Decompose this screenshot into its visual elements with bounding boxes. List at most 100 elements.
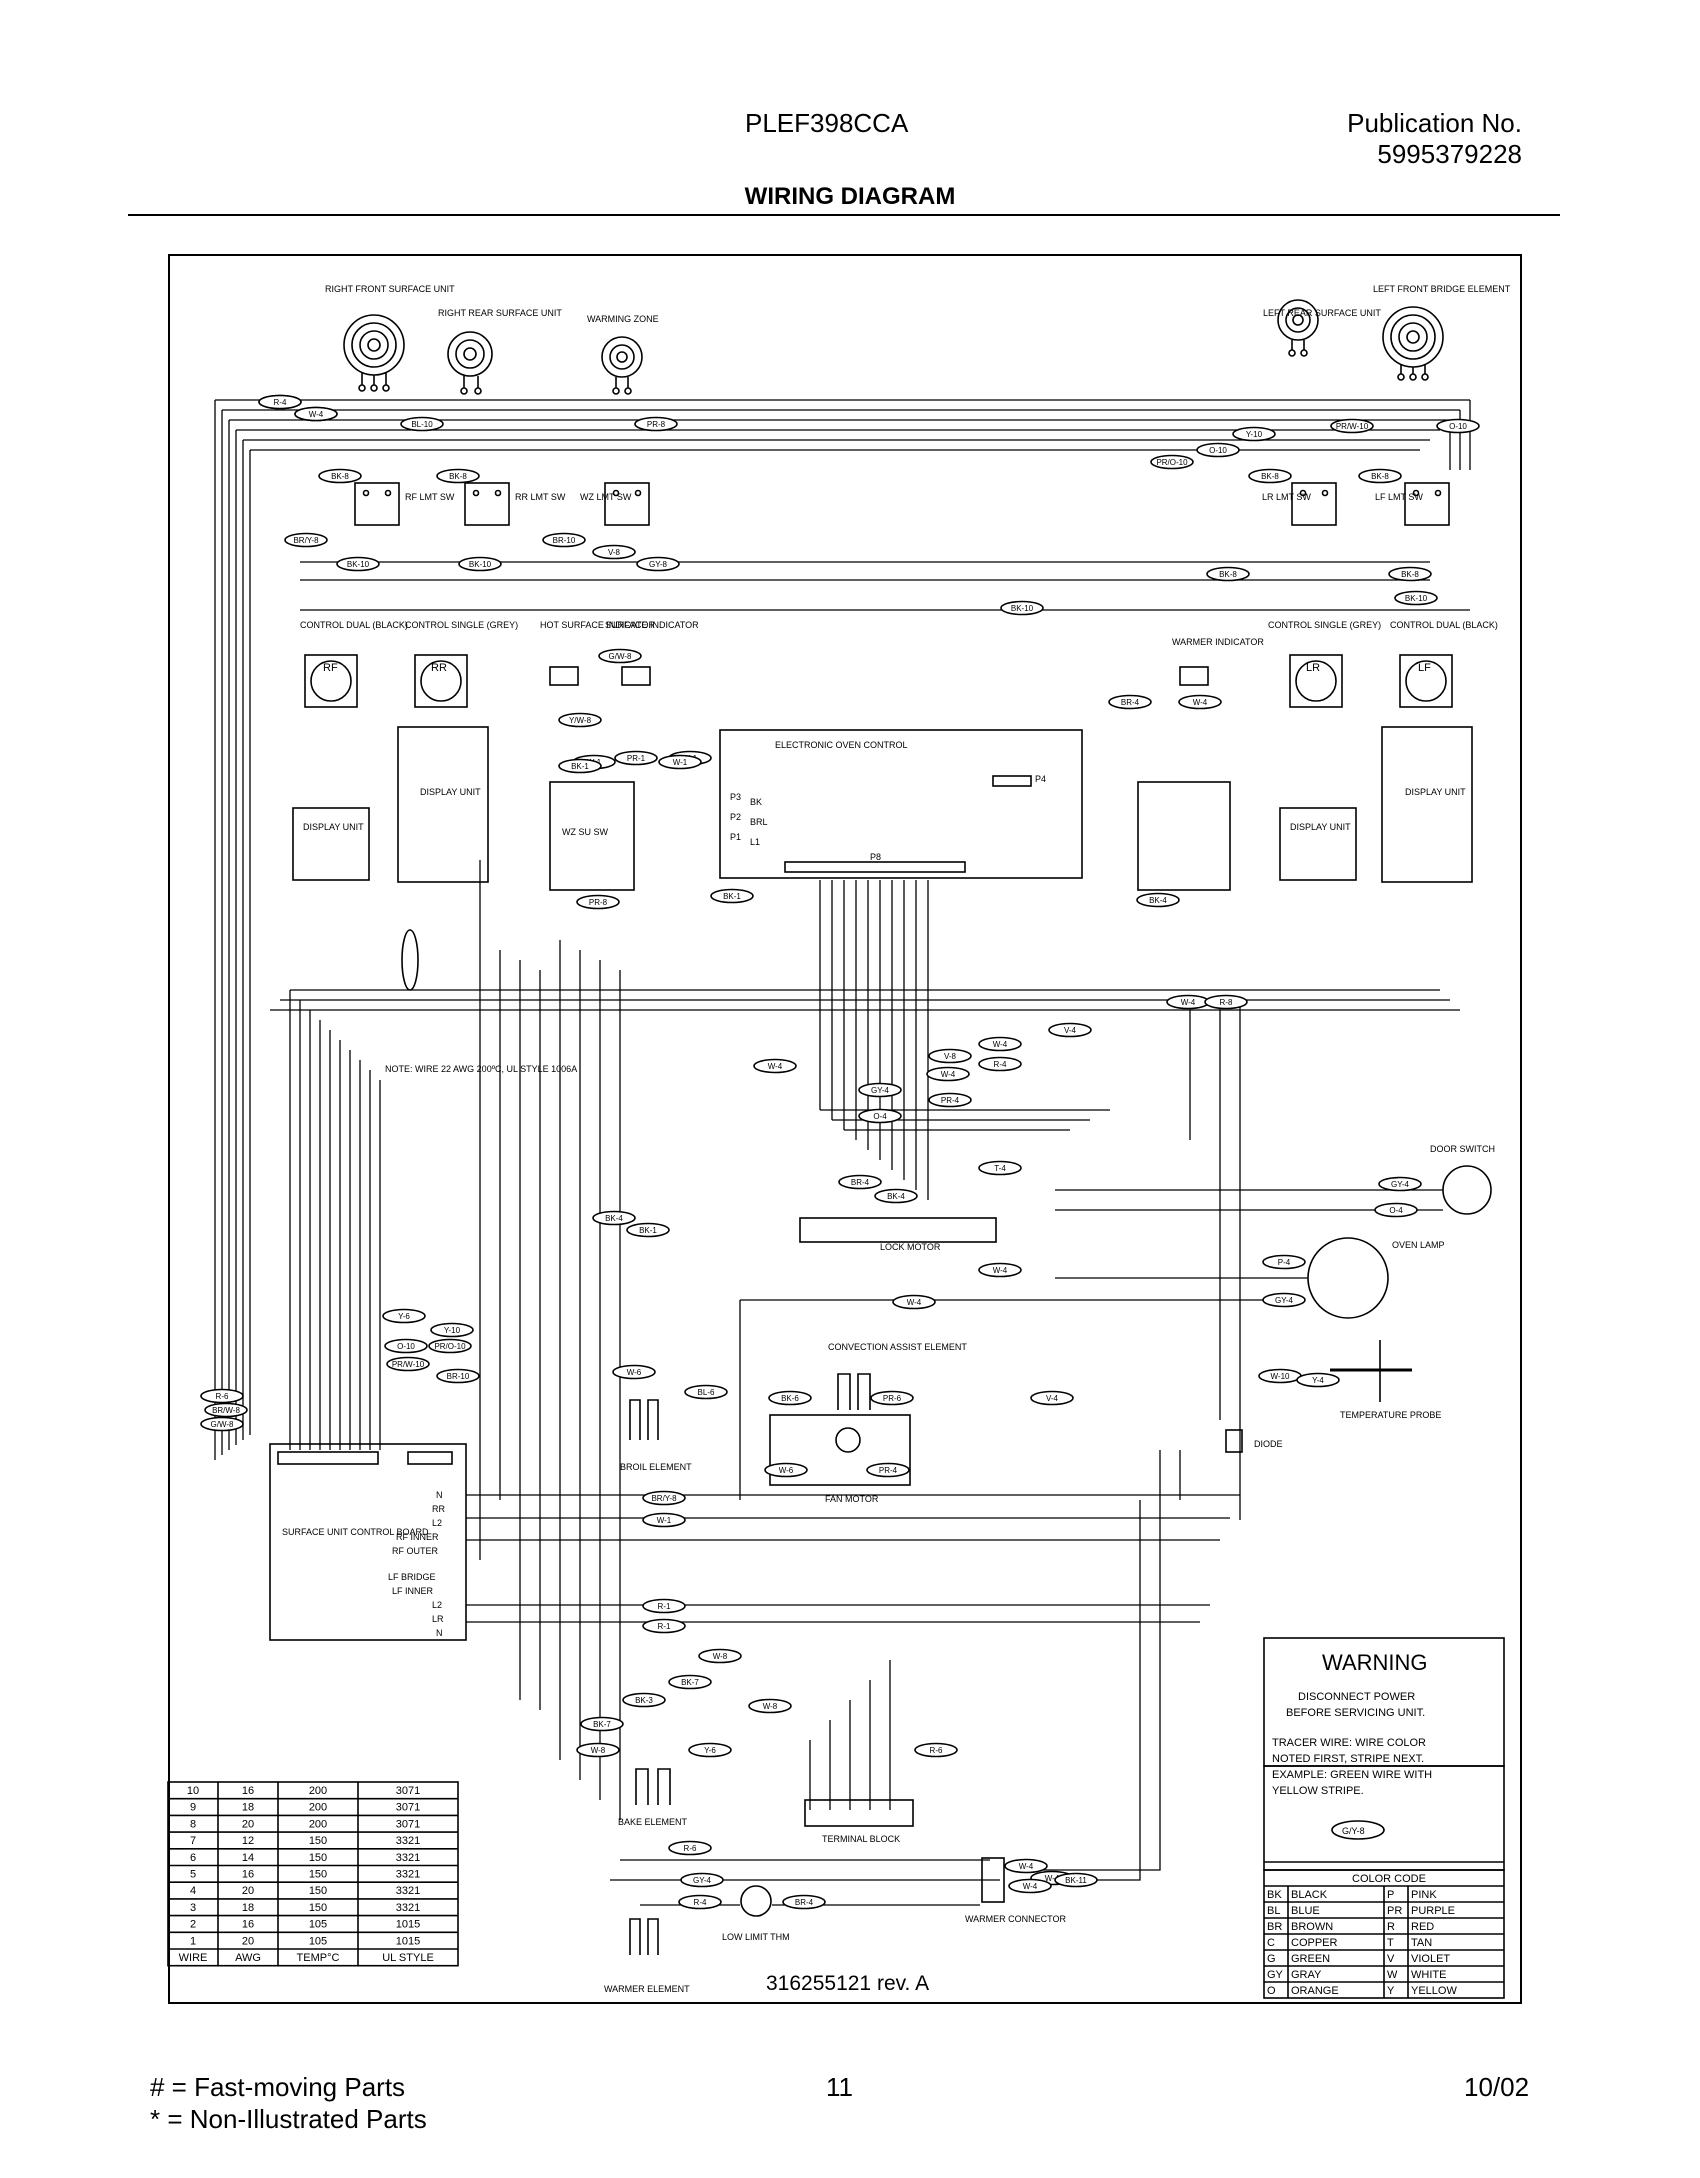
- surface-control-board: [269, 1443, 467, 1641]
- rr-switch-label: RR LMT SW: [515, 492, 566, 502]
- rf-control: [304, 654, 358, 708]
- wire-tag: [428, 1338, 472, 1354]
- wire-tag: [642, 1618, 686, 1634]
- wire-table-cell: 4: [190, 1885, 196, 1897]
- board-label-rf-outer: RF OUTER: [392, 1546, 438, 1556]
- wire-table-cell: 9: [190, 1802, 196, 1814]
- wire-tag: [928, 1048, 972, 1064]
- color-code-cell: BR: [1267, 1921, 1282, 1933]
- wire-tag: [698, 1648, 742, 1664]
- wire-tag: [1394, 590, 1438, 606]
- wire-tag: [1248, 468, 1292, 484]
- display-unit-left-label: DISPLAY UNIT: [303, 822, 364, 832]
- model-number: PLEF398CCA: [745, 108, 909, 138]
- lf-bridge-element: [1382, 306, 1444, 381]
- rf-switch-label: RF LMT SW: [405, 492, 455, 502]
- rf-surface-unit: [343, 314, 405, 392]
- wire-tag-text: PR/W-10: [392, 1360, 425, 1369]
- wire-note: NOTE: WIRE 22 AWG 200ºC, UL STYLE 1006A: [385, 1064, 577, 1074]
- wire-table-cell: 12: [242, 1835, 254, 1847]
- wire-table-cell: 20: [242, 1885, 254, 1897]
- wire-tag: [678, 1894, 722, 1910]
- electronic-oven-control: [719, 729, 1083, 879]
- wz-switch-label: WZ LMT SW: [580, 492, 632, 502]
- rr-unit-label: RIGHT REAR SURFACE UNIT: [438, 308, 562, 318]
- wire-tag-text: BK-10: [1011, 604, 1034, 613]
- wire-tag: [978, 1056, 1022, 1072]
- wire-tag-text: Y-6: [398, 1312, 410, 1321]
- wire-tag-text: BK-8: [1371, 472, 1389, 481]
- lock-motor: [799, 1217, 997, 1243]
- wire-tag: [1206, 566, 1250, 582]
- example-tag-text: G/Y-8: [1342, 1826, 1365, 1836]
- wire-tag-text: BR-10: [447, 1372, 470, 1381]
- wire-table-cell: 18: [242, 1802, 254, 1814]
- warmer-element: [629, 1918, 659, 1955]
- wire-tag: [336, 556, 380, 572]
- warmer-indicator-label: WARMER INDICATOR: [1172, 637, 1264, 647]
- wire-tag-text: P-4: [1278, 1258, 1291, 1267]
- low-limit-thermostat: [740, 1885, 772, 1917]
- legend-non-illustrated: * = Non-Illustrated Parts: [150, 2104, 427, 2134]
- wire-tag: [764, 1462, 808, 1478]
- wire-tag-text: W-8: [713, 1652, 728, 1661]
- wire-tag-text: W-4: [907, 1298, 922, 1307]
- wire-table-cell: 16: [242, 1869, 254, 1881]
- wire-table-cell: 3071: [396, 1785, 420, 1797]
- wire-table-cell: 10: [187, 1785, 199, 1797]
- lock-motor-label: LOCK MOTOR: [880, 1242, 941, 1252]
- wire-tag: [436, 1368, 480, 1384]
- wire-tag-text: BR-10: [553, 536, 576, 545]
- warming-zone-unit: [601, 336, 643, 395]
- eoc-connector-p4: [992, 775, 1032, 787]
- wire-table-cell: 8: [190, 1818, 196, 1830]
- eoc-p4: P4: [1035, 774, 1046, 784]
- wire-tag: [926, 1066, 970, 1082]
- header-rule: [128, 214, 1560, 216]
- warmer-indicator: [1179, 666, 1209, 686]
- wire-tag: [684, 1384, 728, 1400]
- rr-knob-label: RR: [431, 662, 447, 674]
- warmer-element-label: WARMER ELEMENT: [604, 1984, 690, 1994]
- wire-tag-text: GY-4: [871, 1086, 889, 1095]
- wire-tag-text: W-4: [309, 410, 324, 419]
- wire-tag: [668, 1674, 712, 1690]
- wire-tag: [892, 1294, 936, 1310]
- bake-label: BAKE ELEMENT: [618, 1817, 688, 1827]
- wire-tag: [400, 416, 444, 432]
- wire-tag: [458, 556, 502, 572]
- low-limit-label: LOW LIMIT THM: [722, 1932, 790, 1942]
- display-unit-right-label: DISPLAY UNIT: [1290, 822, 1351, 832]
- color-code-cell: VIOLET: [1411, 1953, 1450, 1965]
- tracer-line1: TRACER WIRE: WIRE COLOR: [1272, 1737, 1426, 1749]
- lf-control-label: CONTROL DUAL (BLACK): [1390, 620, 1498, 630]
- board-label-lr: LR: [432, 1614, 444, 1624]
- wire-tag-text: BL-6: [698, 1388, 715, 1397]
- wire-tag-text: PR-4: [879, 1466, 898, 1475]
- warming-zone-label: WARMING ZONE: [587, 314, 659, 324]
- wire-tag: [318, 468, 362, 484]
- wire-tag-text: W-4: [1019, 1862, 1034, 1871]
- wire-tag-text: BR-4: [1121, 698, 1140, 707]
- wire-tag: [1358, 468, 1402, 484]
- wire-tag: [204, 1402, 248, 1418]
- color-code-cell: BL: [1267, 1905, 1280, 1917]
- probe-label: TEMPERATURE PROBE: [1340, 1410, 1441, 1420]
- broil-label: BROIL ELEMENT: [620, 1462, 692, 1472]
- color-code-cell: PINK: [1411, 1889, 1437, 1901]
- rr-surface-unit: [447, 331, 493, 395]
- wire-tag: [1374, 1202, 1418, 1218]
- terminal-block-label: TERMINAL BLOCK: [822, 1834, 900, 1844]
- wire-tag-text: O-4: [873, 1112, 887, 1121]
- wire-tag-text: W-4: [1181, 998, 1196, 1007]
- color-code-cell: V: [1387, 1953, 1395, 1965]
- color-code-cell: WHITE: [1411, 1969, 1446, 1981]
- wire-tag: [858, 1108, 902, 1124]
- wire-table-cell: 5: [190, 1869, 196, 1881]
- display-unit-right: [1279, 807, 1357, 881]
- display-control-right-label: DISPLAY UNIT: [1405, 787, 1466, 797]
- wire-tag: [1436, 418, 1480, 434]
- wire-tag: [753, 1058, 797, 1074]
- wire-tag: [978, 1262, 1022, 1278]
